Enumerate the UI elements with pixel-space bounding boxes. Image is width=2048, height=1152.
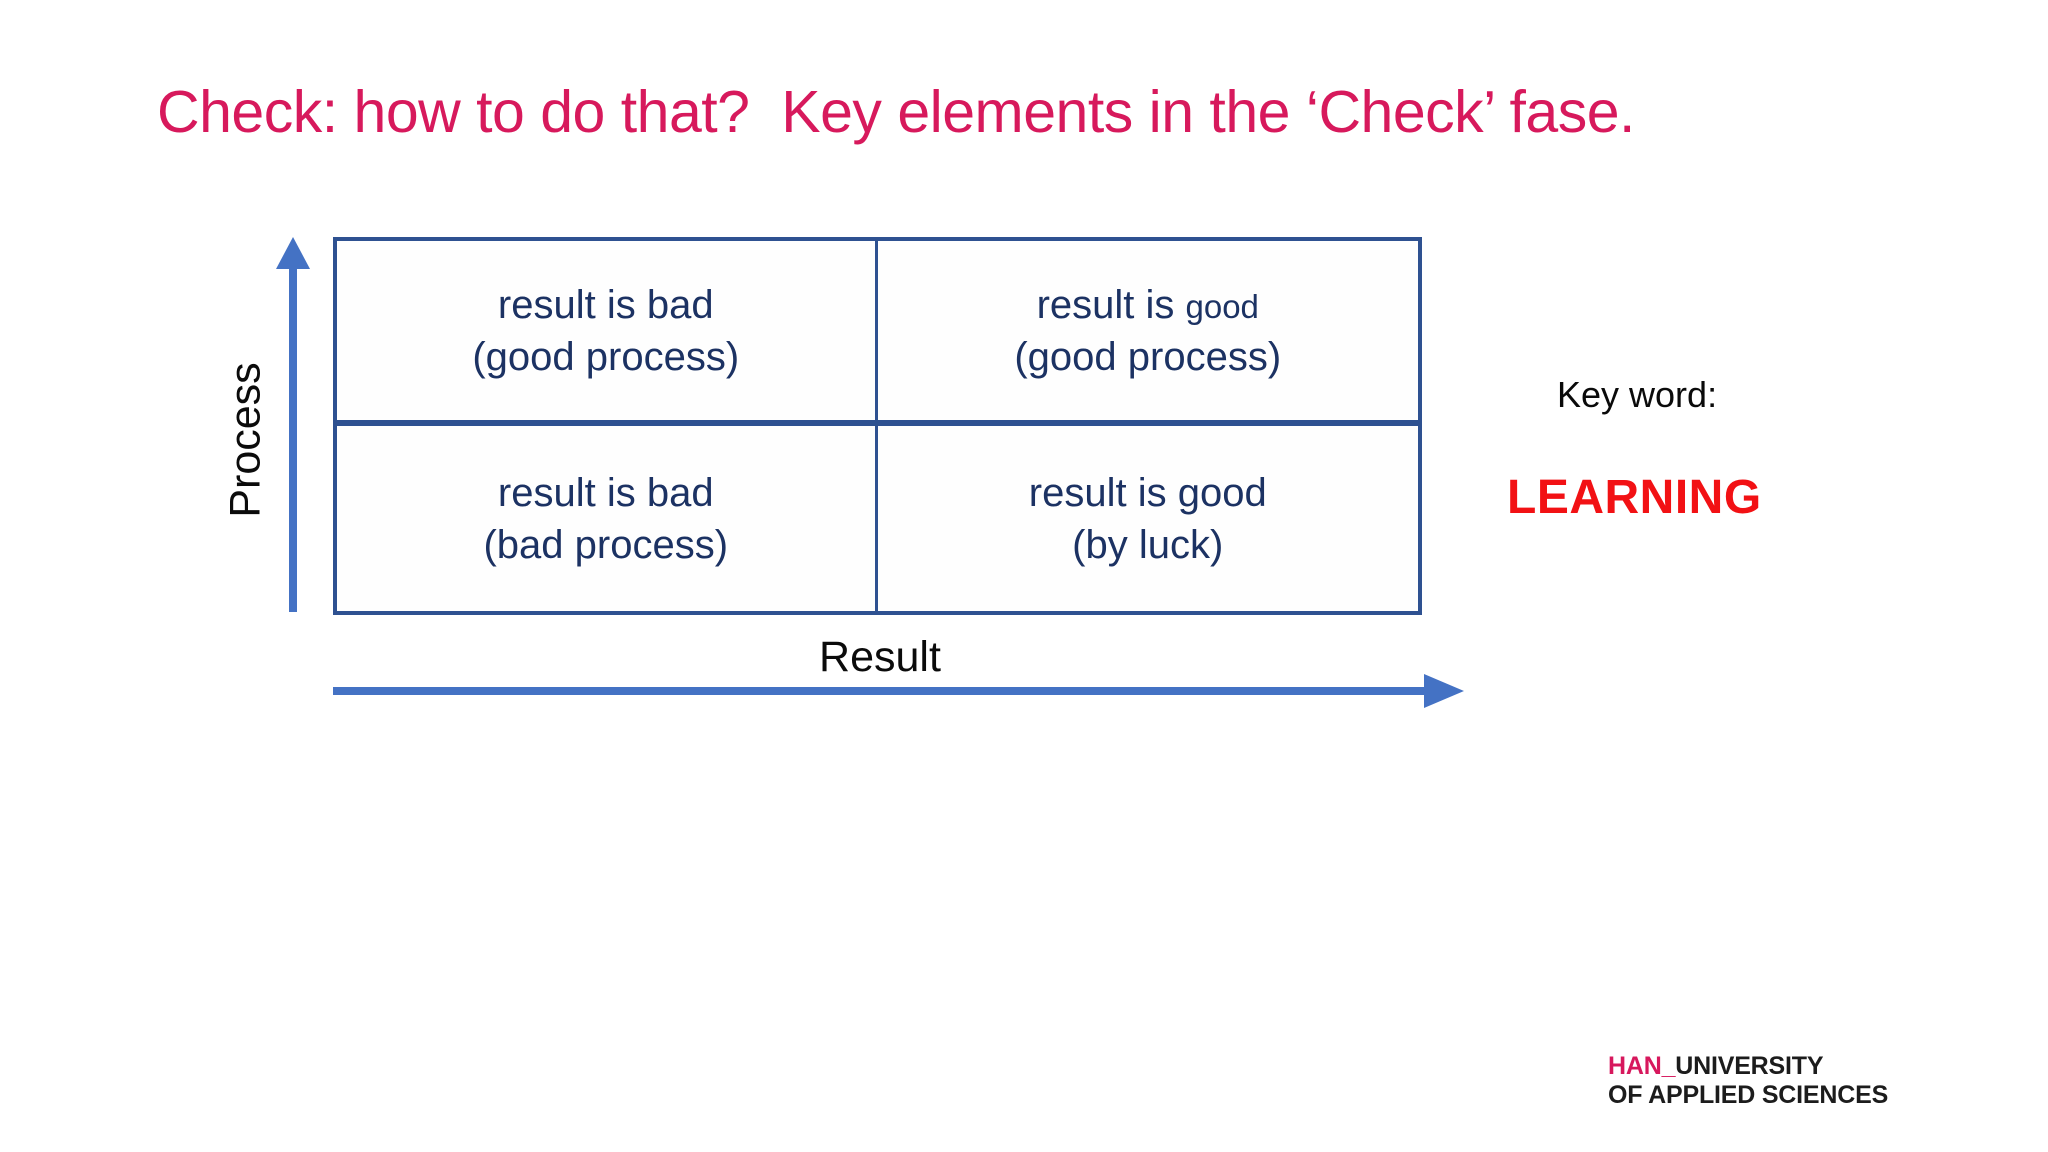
logo-accent-text: HAN_ xyxy=(1608,1052,1676,1080)
matrix-cell-bottom-right: result is good (by luck) xyxy=(878,426,1419,611)
cell-line2: (bad process) xyxy=(483,522,729,567)
x-axis-label: Result xyxy=(819,633,941,681)
logo-line1-rest: UNIVERSITY xyxy=(1675,1052,1824,1080)
x-axis-arrow-head-icon xyxy=(1424,674,1464,708)
logo-line2: OF APPLIED SCIENCES xyxy=(1608,1080,1889,1109)
cell-line2: (good process) xyxy=(472,334,740,379)
cell-line2: (by luck) xyxy=(1072,522,1224,567)
y-axis-arrow-head-icon xyxy=(276,237,310,269)
cell-line1-prefix: result is xyxy=(1036,282,1186,327)
cell-line1: result is bad xyxy=(497,470,714,515)
x-axis-arrow-line xyxy=(333,687,1424,695)
cell-line1-small-word: good xyxy=(1185,287,1259,325)
keyword-value: LEARNING xyxy=(1507,471,1762,524)
y-axis-label: Process xyxy=(221,362,270,518)
keyword-label: Key word: xyxy=(1557,374,1718,415)
han-university-logo: HAN_UNIVERSITY OF APPLIED SCIENCES xyxy=(1608,1052,1888,1109)
logo-line1: HAN_UNIVERSITY xyxy=(1608,1052,1888,1081)
quadrant-matrix: result is bad (good process) result is g… xyxy=(333,237,1422,615)
cell-line1: result is good xyxy=(1028,470,1267,515)
matrix-cell-top-left: result is bad (good process) xyxy=(337,241,878,426)
cell-line2: (good process) xyxy=(1014,334,1282,379)
slide-title: Check: how to do that? Key elements in t… xyxy=(157,79,1635,145)
y-axis-arrow-line xyxy=(289,266,297,612)
matrix-cell-top-right: result is good (good process) xyxy=(877,241,1418,426)
matrix-cell-bottom-left: result is bad (bad process) xyxy=(337,426,878,611)
cell-line1: result is bad xyxy=(497,282,714,327)
cell-line1: result is good xyxy=(1037,279,1259,331)
